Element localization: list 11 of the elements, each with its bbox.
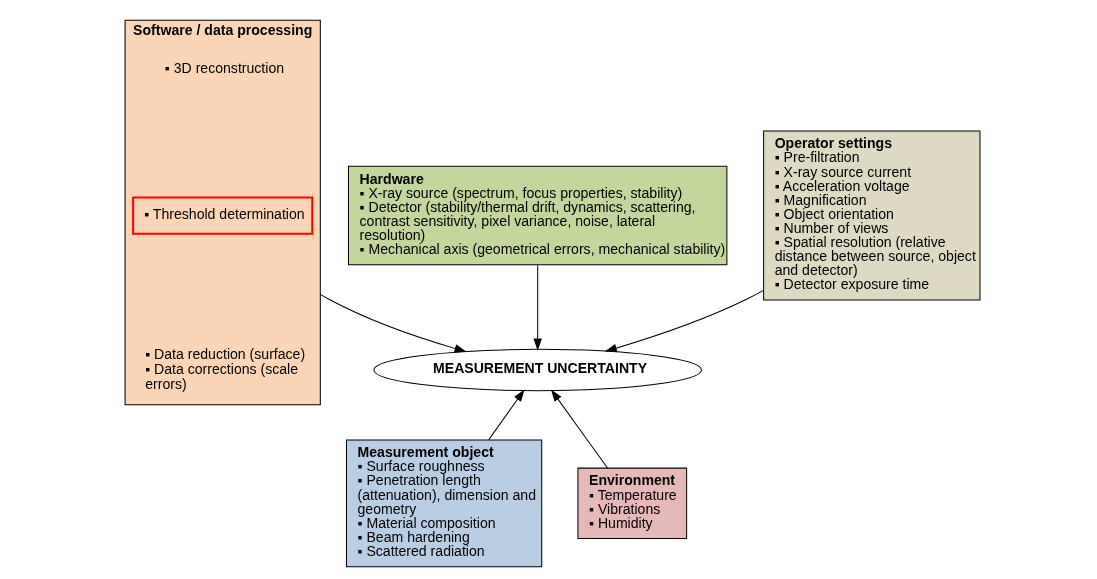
arrow xyxy=(550,389,609,469)
node-box: ▪ Threshold determination xyxy=(132,196,314,235)
node-ellipse: MEASUREMENT UNCERTAINTY xyxy=(373,348,702,392)
arrow xyxy=(533,264,542,351)
node-box: Environment ▪ Temperature ▪ Vibrations ▪ Humidity xyxy=(577,467,688,540)
node-box: Operator settings ▪ Pre-filtration ▪ X-ray source current ▪ Acceleration voltage ▪ Magnification ▪ Object orientation ▪ Number of views ▪ Spatial resolution (relative distance between source, object and detector) ▪ Detector exposure time xyxy=(763,130,981,301)
arrow xyxy=(319,293,467,353)
arrow xyxy=(488,389,525,441)
arrow xyxy=(604,289,765,353)
node-box: Hardware ▪ X-ray source (spectrum, focus properties, stability) ▪ Detector (stability/thermal drift, dynamics, scattering, contrast sensitivity, pixel variance, noise, lateral resolution) ▪ Mechanical axis (geometrical errors, mechanical stability) xyxy=(348,165,728,266)
node-box: Measurement object ▪ Surface roughness ▪ Penetration length (attenuation), dimension and geometry ▪ Material composition ▪ Beam hardening ▪ Scattered radiation xyxy=(345,439,543,568)
